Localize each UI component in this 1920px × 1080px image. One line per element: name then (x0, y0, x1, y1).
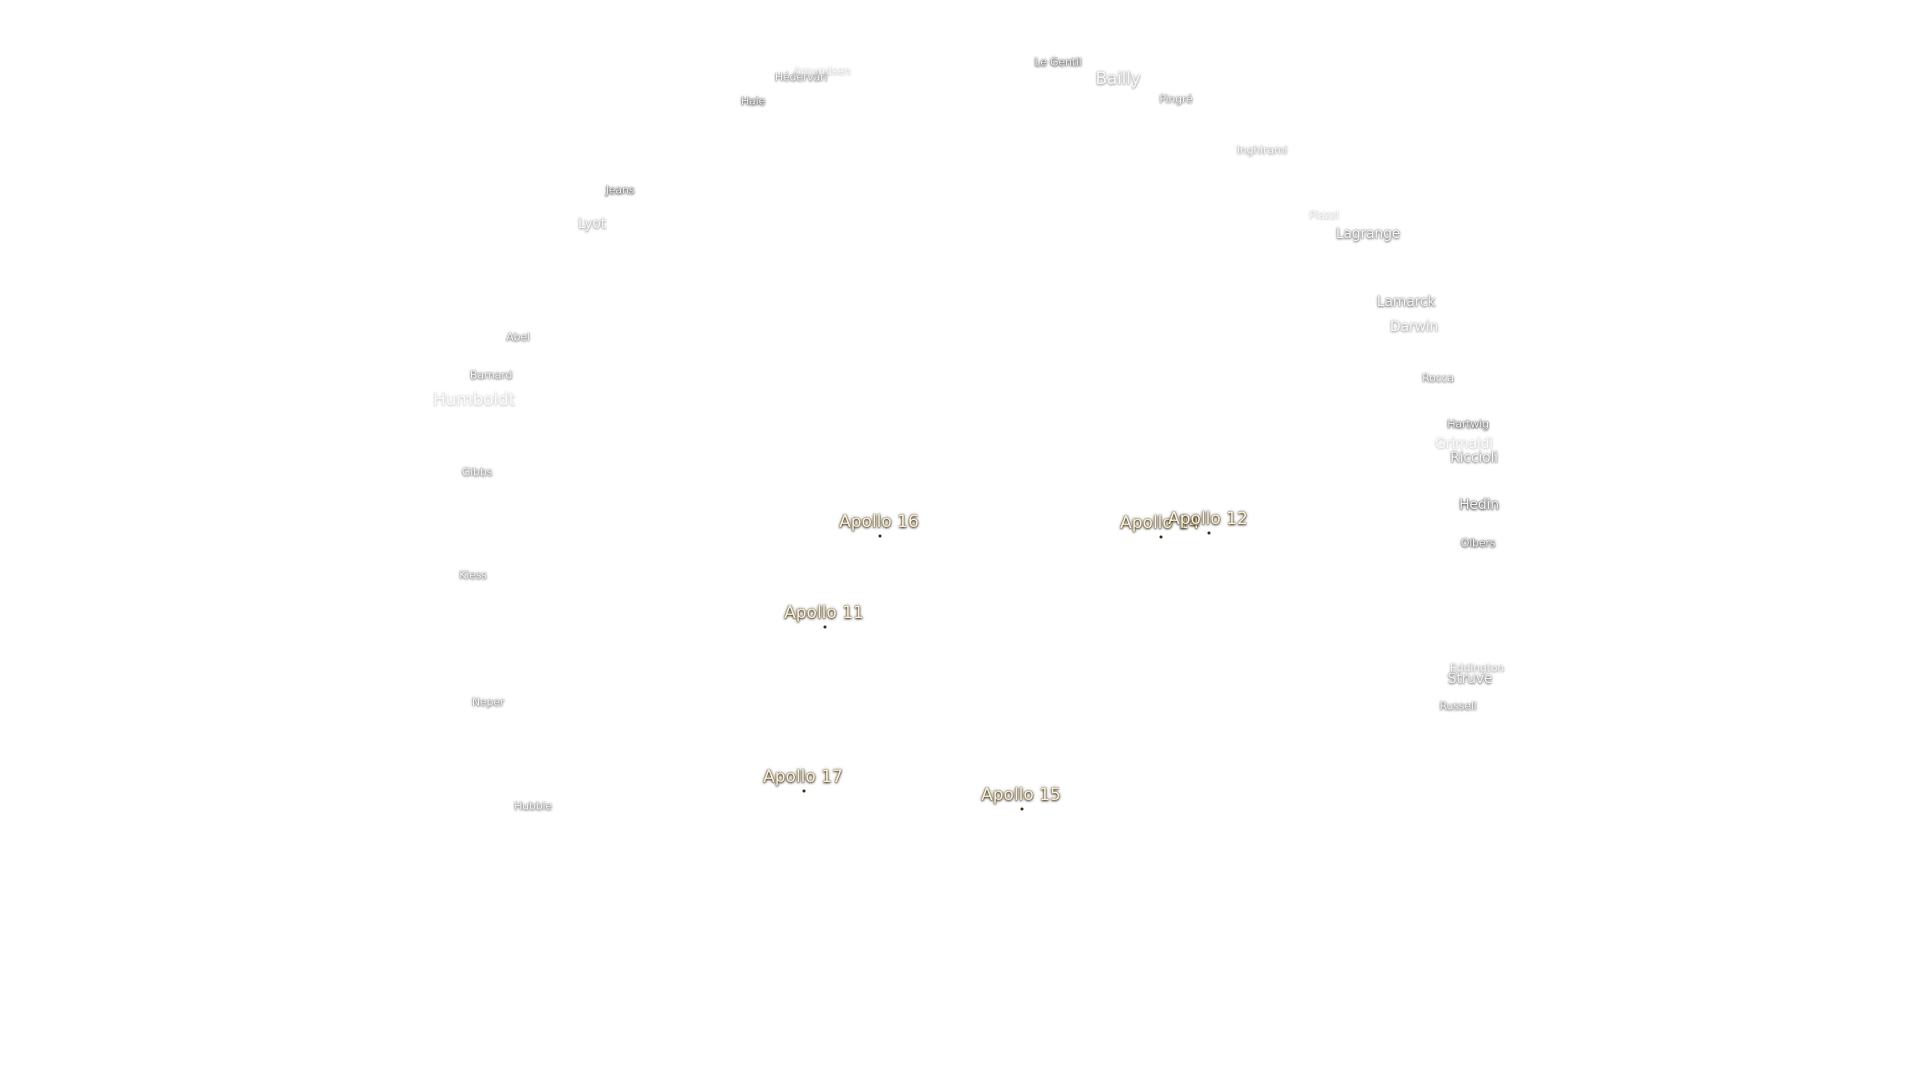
crater-label-olbers[interactable]: Olbers (1460, 536, 1496, 550)
crater-label-grimaldi[interactable]: Grimaldi (1435, 436, 1493, 452)
landing-site-marker-apollo-12[interactable] (1207, 531, 1211, 535)
crater-label-eddington[interactable]: Eddington (1449, 661, 1505, 675)
crater-label-piazzi[interactable]: Piazzi (1309, 208, 1339, 222)
crater-label-hale[interactable]: Hale (740, 94, 766, 108)
landing-site-label-apollo-14[interactable]: Apollo 14 (1120, 513, 1200, 533)
crater-label-hedin[interactable]: Hedin (1459, 497, 1499, 513)
crater-label-riccioli[interactable]: Riccioli (1450, 450, 1498, 466)
crater-label-humboldt[interactable]: Humboldt (433, 390, 515, 410)
crater-label-rocca[interactable]: Rocca (1422, 371, 1454, 385)
landing-site-label-apollo-16[interactable]: Apollo 16 (839, 512, 919, 532)
crater-label-russell[interactable]: Russell (1439, 699, 1477, 713)
landing-site-marker-apollo-14[interactable] (1159, 535, 1163, 539)
crater-label-pingre[interactable]: Pingré (1159, 92, 1193, 106)
crater-label-le-gentil[interactable]: Le Gentil (1034, 55, 1082, 69)
crater-label-gibbs[interactable]: Gibbs (461, 465, 493, 479)
landing-site-marker-apollo-16[interactable] (878, 534, 882, 538)
crater-label-hartwig[interactable]: Hartwig (1447, 417, 1489, 431)
landing-site-label-apollo-12[interactable]: Apollo 12 (1168, 509, 1248, 529)
landing-site-label-apollo-15[interactable]: Apollo 15 (981, 785, 1061, 805)
crater-label-hubble[interactable]: Hubble (514, 799, 552, 813)
landing-site-marker-apollo-17[interactable] (802, 789, 806, 793)
crater-label-bailly[interactable]: Bailly (1095, 69, 1141, 89)
crater-label-neper[interactable]: Neper (471, 695, 505, 709)
landing-site-label-apollo-11[interactable]: Apollo 11 (784, 603, 864, 623)
crater-label-amundsen[interactable]: Amundsen (793, 64, 851, 78)
crater-label-struve[interactable]: Struve (1447, 671, 1493, 687)
landing-site-marker-apollo-11[interactable] (823, 625, 827, 629)
crater-label-barnard[interactable]: Barnard (469, 368, 513, 382)
crater-label-lamarck[interactable]: Lamarck (1376, 294, 1436, 310)
crater-label-hedervari[interactable]: Hédervári (774, 70, 828, 84)
crater-label-inghirami[interactable]: Inghirami (1236, 143, 1288, 157)
crater-label-darwin[interactable]: Darwin (1389, 319, 1439, 335)
crater-label-abel[interactable]: Abel (506, 330, 530, 344)
crater-label-kiess[interactable]: Kiess (459, 568, 487, 582)
landing-site-marker-apollo-15[interactable] (1020, 807, 1024, 811)
landing-site-label-apollo-17[interactable]: Apollo 17 (763, 767, 843, 787)
crater-label-lagrange[interactable]: Lagrange (1335, 226, 1401, 242)
crater-label-lyot[interactable]: Lyot (577, 216, 607, 232)
crater-label-jeans[interactable]: Jeans (605, 183, 635, 197)
